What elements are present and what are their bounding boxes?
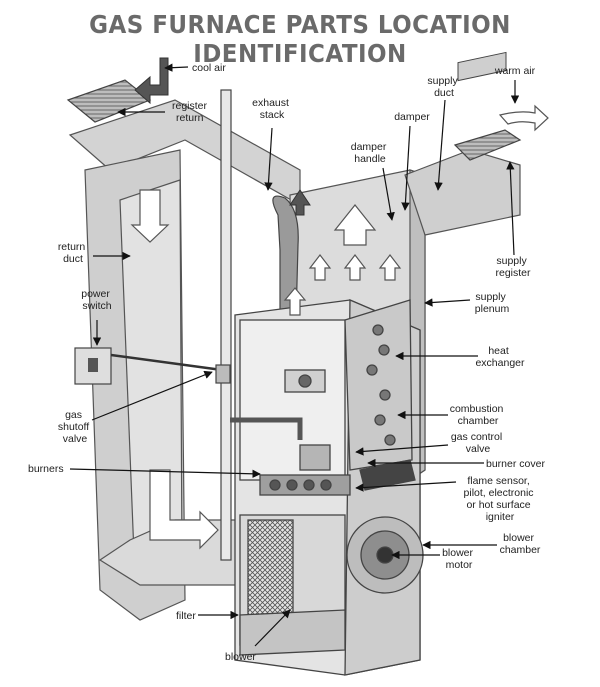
label-exhaust-stack: exhaust stack [252, 97, 292, 121]
page-title: GAS FURNACE PARTS LOCATION IDENTIFICATIO… [89, 10, 511, 68]
label-filter: filter [176, 610, 196, 622]
airflow-arrows [130, 104, 549, 550]
label-gas-control-valve: gas control valve [451, 431, 505, 455]
label-flame-sensor: flame sensor, pilot, electronic or hot s… [464, 475, 537, 523]
label-blower-chamber: blower chamber [500, 532, 541, 556]
label-supply-register: supply register [495, 255, 531, 279]
label-return-duct: return duct [58, 241, 88, 265]
label-cool-air: cool air [192, 62, 226, 74]
dark-flow-arrows [134, 57, 311, 216]
label-supply-plenum: supply plenum [475, 291, 510, 315]
label-heat-exchanger: heat exchanger [475, 345, 525, 369]
exhaust-stack-shape [220, 89, 299, 561]
leader-lines [69, 63, 520, 647]
supply-register-grille [453, 51, 522, 161]
label-burners: burners [28, 463, 64, 475]
label-blower: blower [225, 651, 256, 663]
label-damper-handle: damper handle [351, 141, 390, 165]
label-supply-duct: supply duct [427, 75, 460, 99]
label-blower-motor: blower motor [442, 547, 476, 571]
label-warm-air: warm air [494, 65, 536, 77]
power-switch-box [74, 347, 223, 385]
label-burner-cover: burner cover [486, 458, 545, 470]
label-damper: damper [394, 111, 430, 123]
label-power-switch: power switch [81, 288, 113, 312]
gas-shutoff-valve-shape [215, 364, 303, 440]
label-register-return: register return [172, 100, 210, 124]
label-gas-shutoff-valve: gas shutoff valve [58, 409, 92, 445]
label-combustion-chamber: combustion chamber [450, 403, 507, 427]
furnace-cabinet [234, 299, 424, 676]
